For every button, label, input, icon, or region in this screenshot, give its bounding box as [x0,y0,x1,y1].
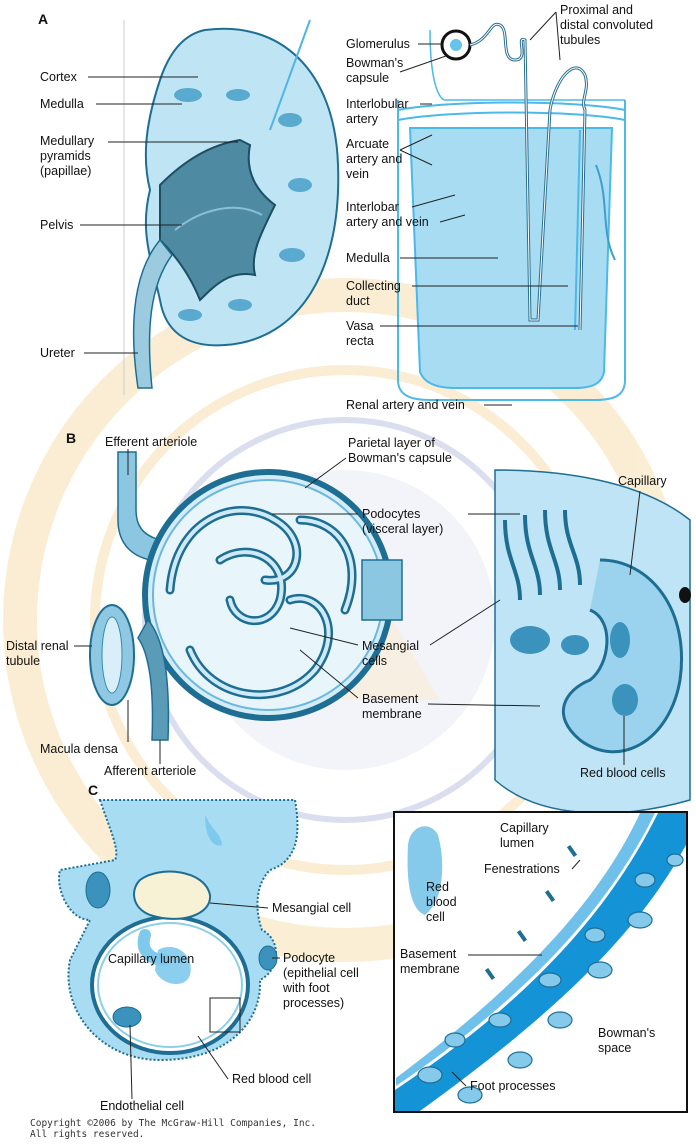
label-arcuate-2: artery and [346,152,402,166]
label-collecting-1: Collecting [346,279,401,293]
label-inset-cap-lumen-2: lumen [500,836,534,850]
label-fenestrations: Fenestrations [484,862,560,876]
label-renal-artery: Renal artery and vein [346,398,465,412]
label-afferent: Afferent arteriole [104,764,196,778]
label-mesangial-2: cells [362,654,387,668]
copyright-notice: Copyright ©2006 by The McGraw-Hill Compa… [30,1118,316,1140]
label-collecting-2: duct [346,294,370,308]
label-ureter: Ureter [40,346,75,360]
label-arcuate-1: Arcuate [346,137,389,151]
label-basement-2: membrane [362,707,422,721]
label-red-blood-cell-c: Red blood cell [232,1072,311,1086]
label-capillary-lumen: Capillary lumen [108,952,194,966]
label-cortex: Cortex [40,70,78,84]
label-bowman-2: capsule [346,71,389,85]
label-mesangial-1: Mesangial [362,639,419,653]
label-inset-rbc-2: blood [426,895,457,909]
label-tubules-1: Proximal and [560,3,633,17]
copyright-line-2: All rights reserved. [30,1129,316,1140]
label-medulla-right: Medulla [346,251,390,265]
label-podocyte-1: Podocyte [283,951,335,965]
capillary-detail-b [495,470,691,813]
label-podocyte-2: (epithelial cell [283,966,359,980]
label-interlobar-1: Interlobar [346,200,399,214]
label-distal-1: Distal renal [6,639,69,653]
label-endothelial: Endothelial cell [100,1099,184,1113]
label-parietal-1: Parietal layer of [348,436,435,450]
label-rbc-b: Red blood cells [580,766,665,780]
label-mesangial-cell: Mesangial cell [272,901,351,915]
nephron-schematic [398,24,625,400]
label-tubules-2: distal convoluted [560,18,653,32]
label-macula: Macula densa [40,742,118,756]
label-efferent: Efferent arteriole [105,435,197,449]
label-foot-processes: Foot processes [470,1079,555,1093]
panel-c-letter: C [88,782,98,798]
label-inset-basement-2: membrane [400,962,460,976]
label-tubules-3: tubules [560,33,600,47]
label-bowman-space-2: space [598,1041,631,1055]
label-interlobular-1: Interlobular [346,97,409,111]
label-interlobular-2: artery [346,112,379,126]
label-pyramids-1: Medullary [40,134,95,148]
label-bowman-1: Bowman's [346,56,403,70]
label-pelvis: Pelvis [40,218,73,232]
label-podocytes-2: (visceral layer) [362,522,443,536]
label-bowman-space-1: Bowman's [598,1026,655,1040]
label-inset-rbc-1: Red [426,880,449,894]
label-glomerulus: Glomerulus [346,37,410,51]
copyright-line-1: Copyright ©2006 by The McGraw-Hill Compa… [30,1118,316,1129]
label-parietal-2: Bowman's capsule [348,451,452,465]
panel-b-letter: B [66,430,76,446]
label-distal-2: tubule [6,654,40,668]
label-arcuate-3: vein [346,167,369,181]
label-medulla-left: Medulla [40,97,84,111]
label-vasa-1: Vasa [346,319,374,333]
panel-a-letter: A [38,11,48,27]
label-inset-cap-lumen-1: Capillary [500,821,549,835]
label-vasa-2: recta [346,334,374,348]
label-capillary: Capillary [618,474,667,488]
label-podocyte-3: with foot [282,981,330,995]
label-podocytes-1: Podocytes [362,507,420,521]
label-interlobar-2: artery and vein [346,215,429,229]
label-inset-rbc-3: cell [426,910,445,924]
label-podocyte-4: processes) [283,996,344,1010]
label-pyramids-2: pyramids [40,149,91,163]
label-pyramids-3: (papillae) [40,164,91,178]
label-inset-basement-1: Basement [400,947,457,961]
label-basement-1: Basement [362,692,419,706]
